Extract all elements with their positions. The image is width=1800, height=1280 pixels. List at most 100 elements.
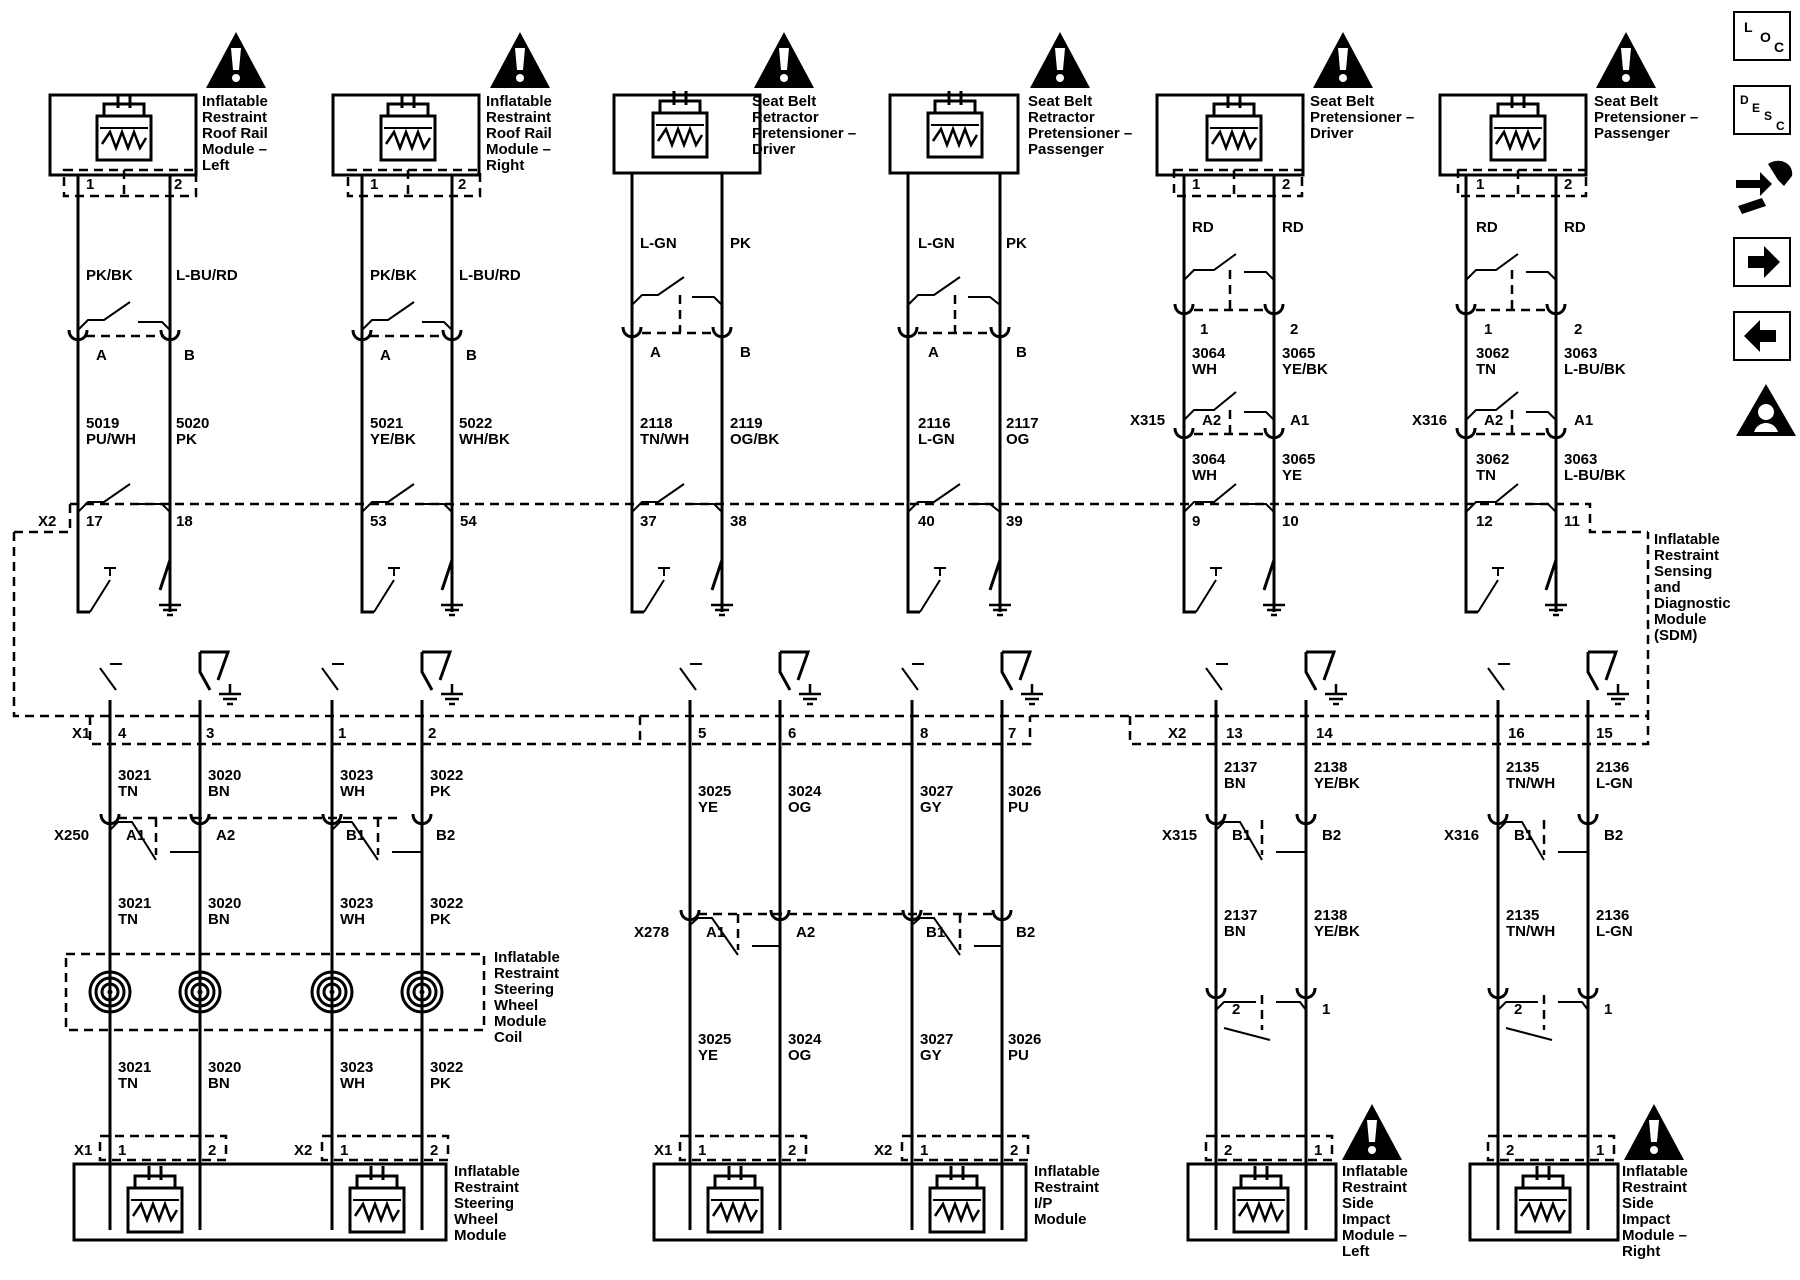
svg-text:L: L (1744, 19, 1753, 35)
nav-toolbar: L O C D E S C (1733, 11, 1796, 436)
svg-text:L-GN: L-GN (918, 235, 955, 252)
svg-text:L-BU/RD: L-BU/RD (459, 267, 521, 284)
svg-text:6: 6 (788, 725, 796, 742)
svg-text:X2: X2 (874, 1142, 892, 1159)
svg-text:1: 1 (698, 1142, 706, 1159)
svg-text:B2: B2 (1604, 827, 1623, 844)
svg-text:C: C (1774, 39, 1784, 55)
svg-text:B1: B1 (926, 924, 945, 941)
svg-text:PK/BK: PK/BK (86, 267, 133, 284)
svg-text:7: 7 (1008, 725, 1016, 742)
svg-text:1: 1 (920, 1142, 928, 1159)
svg-text:1: 1 (86, 176, 94, 193)
arrow-right-icon[interactable] (1733, 237, 1791, 287)
svg-text:10: 10 (1282, 513, 1299, 530)
warning-icon (754, 32, 814, 88)
svg-text:B2: B2 (1322, 827, 1341, 844)
svg-text:1: 1 (118, 1142, 126, 1159)
svg-text:O: O (1760, 29, 1771, 45)
svg-text:A: A (96, 347, 107, 364)
svg-text:X315: X315 (1162, 827, 1197, 844)
svg-text:E: E (1752, 101, 1760, 115)
svg-text:X250: X250 (54, 827, 89, 844)
bottom-wires (64, 700, 1599, 1230)
top-wires (67, 173, 1567, 612)
svg-text:B1: B1 (346, 827, 365, 844)
svg-text:1: 1 (1200, 321, 1208, 338)
warning-icon (1624, 1104, 1684, 1160)
svg-text:X1: X1 (72, 725, 90, 742)
arrow-left-icon[interactable] (1733, 311, 1791, 361)
svg-text:A2: A2 (1202, 412, 1221, 429)
wrench-icon[interactable] (1736, 160, 1793, 214)
svg-text:2: 2 (1506, 1142, 1514, 1159)
svg-text:A2: A2 (1484, 412, 1503, 429)
desc-button[interactable]: D E S C (1733, 85, 1791, 135)
warning-icon (1342, 1104, 1402, 1160)
technician-icon[interactable] (1736, 384, 1796, 436)
svg-text:PK: PK (1006, 235, 1027, 252)
svg-text:9: 9 (1192, 513, 1200, 530)
svg-text:16: 16 (1508, 725, 1525, 742)
svg-text:40: 40 (918, 513, 935, 530)
svg-text:B: B (740, 344, 751, 361)
svg-text:1: 1 (1476, 176, 1484, 193)
svg-text:X1: X1 (74, 1142, 92, 1159)
svg-text:X1: X1 (654, 1142, 672, 1159)
svg-text:2: 2 (788, 1142, 796, 1159)
svg-text:14: 14 (1316, 725, 1333, 742)
svg-text:1: 1 (370, 176, 378, 193)
svg-text:A1: A1 (1574, 412, 1593, 429)
svg-text:1: 1 (1314, 1142, 1322, 1159)
svg-text:RD: RD (1192, 219, 1214, 236)
svg-text:2: 2 (458, 176, 466, 193)
svg-text:2: 2 (1514, 1001, 1522, 1018)
warning-icon (1313, 32, 1373, 88)
svg-text:X315: X315 (1130, 412, 1165, 429)
sdm-module: X2 17 18 53 54 37 38 40 39 9 10 12 11 In… (12, 502, 1731, 746)
svg-text:PK/BK: PK/BK (370, 267, 417, 284)
loc-button[interactable]: L O C (1733, 11, 1791, 61)
svg-text:1: 1 (340, 1142, 348, 1159)
svg-text:17: 17 (86, 513, 103, 530)
svg-text:L-BU/RD: L-BU/RD (176, 267, 238, 284)
svg-text:2: 2 (430, 1142, 438, 1159)
svg-text:2: 2 (1564, 176, 1572, 193)
svg-text:4: 4 (118, 725, 127, 742)
svg-text:A: A (650, 344, 661, 361)
svg-text:X2: X2 (294, 1142, 312, 1159)
warning-icon (206, 32, 266, 88)
